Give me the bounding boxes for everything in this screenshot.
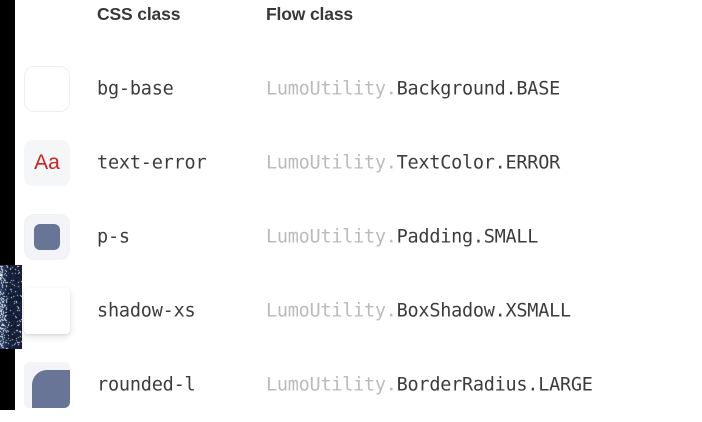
noise-canvas — [0, 265, 22, 349]
flow-class-member: Padding.SMALL — [397, 227, 539, 248]
column-header-css-class: CSS class — [97, 4, 180, 25]
cell-flow-class: LumoUtility.Background.BASE — [266, 79, 560, 100]
text-error-swatch-icon: Aa — [24, 140, 70, 186]
flow-package-prefix: LumoUtility. — [266, 375, 397, 396]
cell-css-class: text-error — [97, 153, 206, 174]
background-base-swatch-icon — [24, 66, 70, 112]
flow-class-member: BoxShadow.XSMALL — [397, 301, 571, 322]
cell-flow-class: LumoUtility.BoxShadow.XSMALL — [266, 301, 571, 322]
table-header-row: CSS class Flow class — [0, 0, 702, 52]
flow-package-prefix: LumoUtility. — [266, 153, 397, 174]
border-radius-large-swatch-icon — [24, 362, 70, 408]
padding-small-swatch-icon — [24, 214, 70, 260]
cell-css-class: shadow-xs — [97, 301, 195, 322]
table-row[interactable]: Aa text-error LumoUtility.TextColor.ERROR — [0, 126, 702, 200]
cell-css-class: rounded-l — [97, 375, 195, 396]
noise-image-fragment — [0, 265, 22, 349]
table-row[interactable]: rounded-l LumoUtility.BorderRadius.LARGE — [0, 348, 702, 422]
flow-class-member: Background.BASE — [397, 79, 560, 100]
column-header-flow-class: Flow class — [266, 4, 353, 25]
table-row[interactable]: p-s LumoUtility.Padding.SMALL — [0, 200, 702, 274]
cell-css-class: p-s — [97, 227, 130, 248]
swatch-inner-block — [32, 370, 70, 408]
cell-flow-class: LumoUtility.Padding.SMALL — [266, 227, 538, 248]
flow-package-prefix: LumoUtility. — [266, 227, 397, 248]
cell-css-class: bg-base — [97, 79, 174, 100]
box-shadow-xsmall-swatch-icon — [24, 288, 70, 334]
cell-flow-class: LumoUtility.BorderRadius.LARGE — [266, 375, 593, 396]
flow-class-member: TextColor.ERROR — [397, 153, 560, 174]
flow-package-prefix: LumoUtility. — [266, 79, 397, 100]
table-row[interactable]: shadow-xs LumoUtility.BoxShadow.XSMALL — [0, 274, 702, 348]
cell-flow-class: LumoUtility.TextColor.ERROR — [266, 153, 560, 174]
cell-icon-preview — [22, 66, 72, 112]
cell-icon-preview — [22, 214, 72, 260]
flow-class-member: BorderRadius.LARGE — [397, 375, 593, 396]
cell-icon-preview — [22, 362, 72, 408]
utility-class-table: CSS class Flow class bg-baseLumoUtility.… — [0, 0, 702, 410]
cell-icon-preview: Aa — [22, 140, 72, 186]
swatch-inner-block — [34, 224, 60, 250]
cell-icon-preview — [22, 288, 72, 334]
table-row[interactable]: bg-base LumoUtility.Background.BASE — [0, 52, 702, 126]
flow-package-prefix: LumoUtility. — [266, 301, 397, 322]
